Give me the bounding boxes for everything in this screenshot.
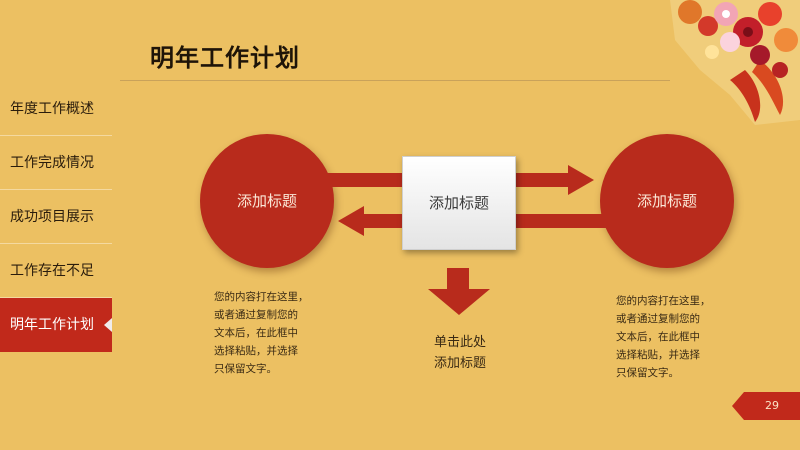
sidebar-item-label: 工作完成情况 [10,155,94,171]
down-arrow-icon [428,289,490,315]
title-divider [120,80,670,81]
sidebar-item-label: 工作存在不足 [10,263,94,279]
right-circle[interactable]: 添加标题 [600,134,734,268]
sidebar-item-shortcomings[interactable]: 工作存在不足 [0,244,112,298]
center-placeholder-text[interactable]: 单击此处 添加标题 [433,335,486,371]
sidebar-item-annual-overview[interactable]: 年度工作概述 [0,82,112,136]
left-arrow-icon [338,206,364,236]
page-number: 29 [744,392,800,420]
right-arrow-icon [568,165,594,195]
sidebar-item-completion-status[interactable]: 工作完成情况 [0,136,112,190]
sidebar-item-label: 成功项目展示 [10,209,94,225]
flower-decoration [670,0,800,125]
sidebar-item-label: 明年工作计划 [10,317,94,333]
center-box[interactable]: 添加标题 [402,156,516,250]
right-body-text[interactable]: 您的内容打在这里， 或者通过复制您的 文本后，在此框中 选择粘贴，并选择 只保留… [616,295,711,379]
sidebar-item-project-showcase[interactable]: 成功项目展示 [0,190,112,244]
left-body-text[interactable]: 您的内容打在这里， 或者通过复制您的 文本后，在此框中 选择粘贴，并选择 只保留… [214,291,309,375]
sidebar-item-next-year-plan[interactable]: 明年工作计划 [0,298,112,352]
sidebar-item-label: 年度工作概述 [10,101,94,117]
page-tag-notch [732,392,744,420]
left-circle[interactable]: 添加标题 [200,134,334,268]
page-title: 明年工作计划 [150,44,300,72]
active-pointer-icon [104,318,112,332]
down-arrow-shaft [447,268,469,290]
sidebar-nav: 年度工作概述 工作完成情况 成功项目展示 工作存在不足 明年工作计划 [0,82,112,352]
